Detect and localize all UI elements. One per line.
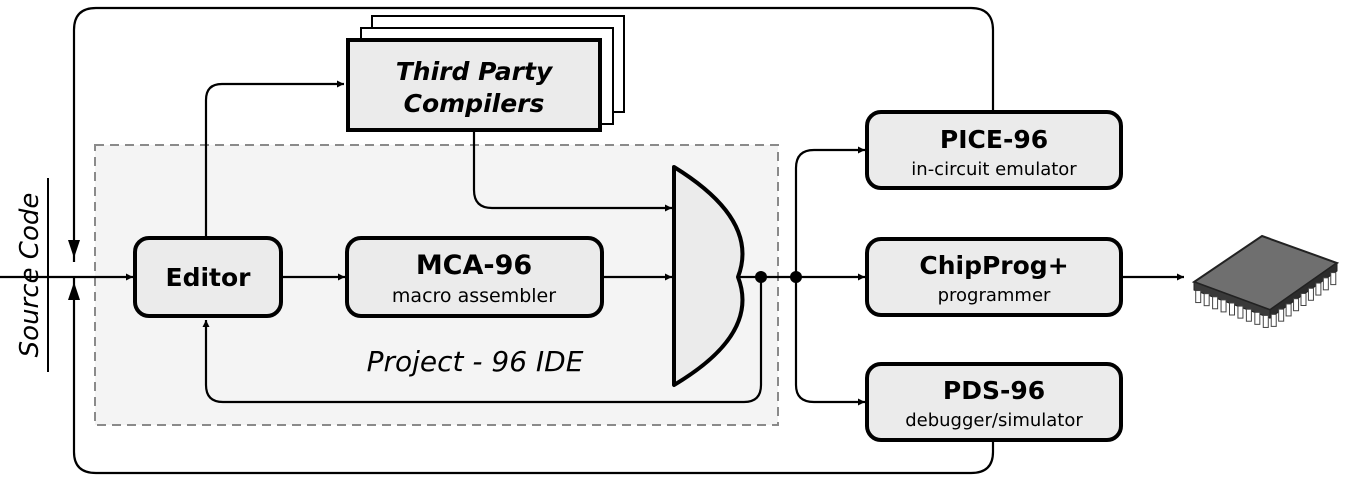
chip-pin — [1245, 308, 1252, 322]
chip-pin — [1285, 303, 1292, 317]
compilers-line2: Compilers — [404, 89, 545, 118]
chip-pin — [1254, 311, 1261, 325]
chip-pin — [1330, 272, 1337, 286]
output-selector — [672, 165, 745, 387]
simulator-title: PDS-96 — [943, 376, 1045, 405]
chip-pin — [1322, 277, 1329, 291]
simulator-subtitle: debugger/simulator — [905, 410, 1083, 431]
assembler-title: MCA-96 — [416, 250, 532, 281]
to-simulator-arrow — [794, 277, 865, 406]
chip-pin — [1270, 313, 1277, 327]
microcontroller-chip-icon — [1191, 234, 1340, 328]
bottom-loop-line — [72, 278, 995, 475]
editor-box — [133, 236, 283, 318]
editor-to-compilers-arrow — [204, 80, 344, 236]
loop-arrow-up — [68, 282, 80, 300]
emulator-subtitle: in-circuit emulator — [911, 159, 1077, 180]
compilers-line1: Third Party — [396, 57, 554, 86]
chip-pin — [1212, 296, 1219, 310]
top-loop-line — [72, 6, 995, 262]
to-emulator-arrow — [794, 146, 865, 277]
chip-pin — [1300, 293, 1307, 306]
compilers-box — [346, 38, 602, 132]
source-label-group: Source Code — [15, 178, 49, 372]
editor-label: Editor — [166, 263, 252, 292]
assembler-box — [345, 236, 604, 318]
chip-pin — [1262, 314, 1269, 328]
chip-pin — [1229, 302, 1235, 316]
source-label: Source Code — [15, 193, 45, 358]
ide-label: Project - 96 IDE — [367, 345, 584, 378]
loop-arrow-down — [68, 240, 80, 258]
compilers-to-selector-arrow — [472, 130, 672, 212]
chip-pin — [1237, 305, 1244, 319]
simulator-box — [865, 362, 1123, 442]
programmer-title: ChipProg+ — [919, 251, 1068, 280]
chip-pin — [1315, 282, 1322, 296]
chip-pin — [1220, 299, 1227, 313]
assembler-subtitle: macro assembler — [392, 285, 556, 307]
programmer-box — [865, 237, 1123, 317]
chip-pin — [1307, 287, 1314, 301]
chip-pin — [1293, 298, 1300, 312]
chip-pin — [1278, 308, 1285, 322]
emulator-title: PICE-96 — [940, 125, 1048, 154]
feedback-to-editor-arrow — [202, 277, 763, 404]
chip-pin — [1195, 290, 1202, 304]
programmer-subtitle: programmer — [938, 285, 1051, 306]
emulator-box — [865, 110, 1123, 190]
chip-pin — [1203, 293, 1210, 307]
